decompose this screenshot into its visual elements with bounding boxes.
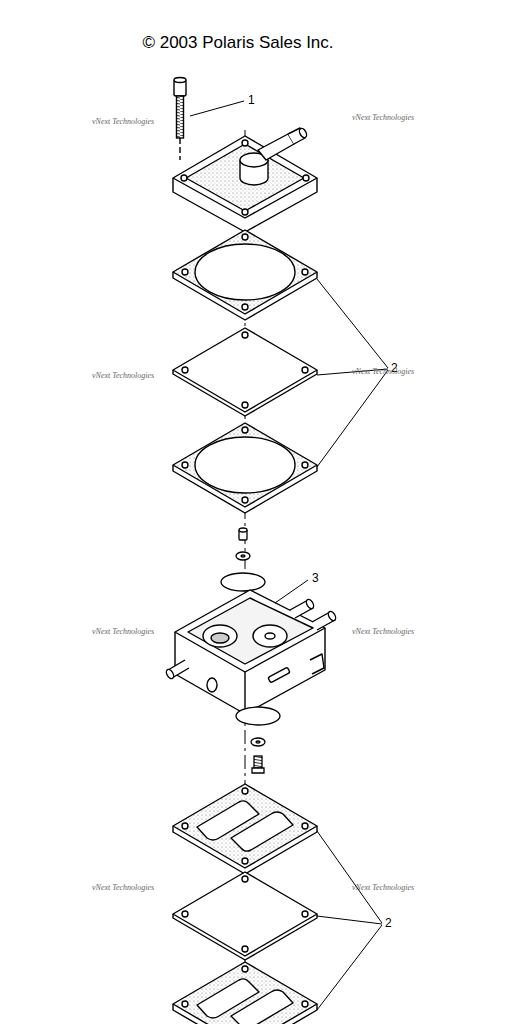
callout-number: 1 xyxy=(248,94,255,106)
watermark: vNext Technologies xyxy=(92,118,154,126)
callout-number: 2 xyxy=(385,917,392,929)
watermark: vNext Technologies xyxy=(352,628,414,636)
copyright-notice: © 2003 Polaris Sales Inc. xyxy=(142,34,333,51)
watermark: vNext Technologies xyxy=(92,372,154,380)
watermark: vNext Technologies xyxy=(352,114,414,122)
watermark: vNext Technologies xyxy=(352,884,414,892)
watermark: vNext Technologies xyxy=(352,368,414,376)
watermark: vNext Technologies xyxy=(92,628,154,636)
watermark: vNext Technologies xyxy=(92,884,154,892)
callout-number: 3 xyxy=(312,572,319,584)
